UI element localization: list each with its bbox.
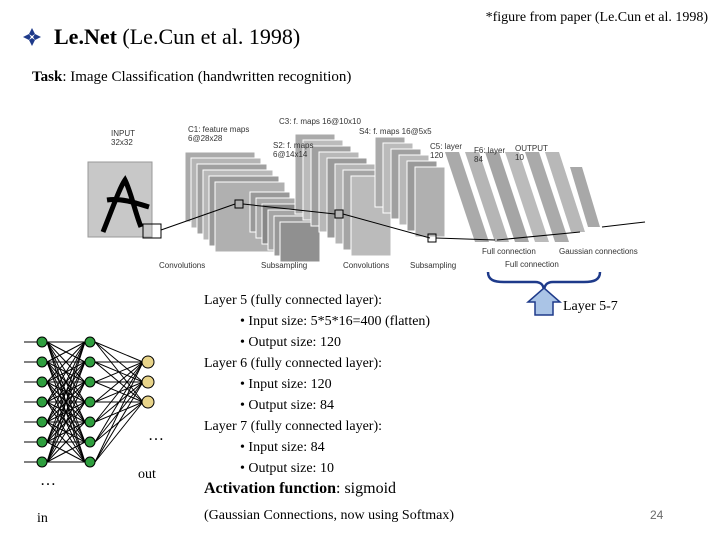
activation-value: : sigmoid bbox=[336, 480, 397, 497]
layer-item: Output size: 120 bbox=[204, 332, 430, 353]
label-f6: F6: layer bbox=[474, 146, 505, 155]
gaussian-note: (Gaussian Connections, now using Softmax… bbox=[204, 508, 455, 523]
page-number: 24 bbox=[650, 508, 664, 522]
layer-item: Input size: 5*5*16=400 (flatten) bbox=[204, 311, 430, 332]
network-edge bbox=[94, 361, 144, 423]
label-convolutions-1: Convolutions bbox=[159, 261, 205, 270]
network-edge bbox=[94, 401, 144, 463]
label-c1: C1: feature maps bbox=[188, 125, 249, 134]
network-edge bbox=[46, 341, 86, 463]
label-subsampling-2: Subsampling bbox=[410, 261, 456, 270]
s4-stack bbox=[374, 136, 446, 238]
label-f6-size: 84 bbox=[474, 155, 483, 164]
network-edge bbox=[46, 341, 86, 383]
label-subsampling-1: Subsampling bbox=[261, 261, 307, 270]
s2-stack bbox=[249, 191, 321, 263]
input-node bbox=[36, 456, 48, 468]
network-edge bbox=[46, 361, 86, 463]
label-input: INPUT bbox=[111, 129, 135, 138]
layer-heading: Layer 7 (fully connected layer): bbox=[204, 419, 383, 434]
label-c1-size: 6@28x28 bbox=[188, 134, 223, 143]
output-node bbox=[141, 375, 155, 389]
task-text: : Image Classification (handwritten reco… bbox=[62, 69, 352, 85]
network-edge bbox=[94, 341, 144, 363]
label-full-connection-1: Full connection bbox=[482, 247, 536, 256]
input-node bbox=[36, 356, 48, 368]
label-s2-size: 6@14x14 bbox=[273, 150, 308, 159]
task-line: Task: Image Classification (handwritten … bbox=[32, 69, 351, 86]
in-label: in bbox=[37, 511, 48, 526]
input-node bbox=[36, 376, 48, 388]
hidden-node bbox=[84, 396, 96, 408]
network-edge bbox=[46, 421, 86, 463]
network-edge bbox=[46, 341, 86, 443]
input-node bbox=[36, 416, 48, 428]
label-gaussian: Gaussian connections bbox=[559, 247, 638, 256]
label-input-size: 32x32 bbox=[111, 138, 133, 147]
input-node bbox=[36, 336, 48, 348]
hidden-node bbox=[84, 416, 96, 428]
out-label: out bbox=[138, 467, 156, 482]
ellipsis-in: … bbox=[40, 472, 56, 489]
input-node bbox=[36, 436, 48, 448]
hidden-node bbox=[84, 436, 96, 448]
task-label: Task bbox=[32, 69, 63, 85]
title-bold: Le.Net bbox=[54, 24, 117, 49]
network-edge bbox=[46, 401, 86, 463]
hidden-node bbox=[84, 376, 96, 388]
label-c5: C5: layer bbox=[430, 142, 462, 151]
label-s2: S2: f. maps bbox=[273, 141, 313, 150]
up-arrow-icon bbox=[526, 287, 562, 316]
figure-note: *figure from paper (Le.Cun et al. 1998) bbox=[485, 10, 708, 25]
layer-item: Output size: 10 bbox=[204, 458, 430, 479]
label-c3: C3: f. maps 16@10x10 bbox=[279, 117, 361, 126]
network-edge bbox=[46, 441, 86, 463]
label-output-size: 10 bbox=[515, 153, 524, 162]
output-node bbox=[141, 395, 155, 409]
layer-range-indicator bbox=[486, 271, 602, 316]
ellipsis-out: … bbox=[148, 427, 164, 444]
handwritten-a bbox=[100, 175, 150, 233]
hidden-node bbox=[84, 336, 96, 348]
network-edge bbox=[94, 361, 144, 443]
network-edge bbox=[46, 341, 86, 403]
label-full-connection-2: Full connection bbox=[505, 260, 559, 269]
label-output: OUTPUT bbox=[515, 144, 548, 153]
network-edge bbox=[46, 341, 86, 423]
hidden-node bbox=[84, 356, 96, 368]
fc-network-diagram: … … out in bbox=[24, 336, 164, 526]
output-node bbox=[141, 355, 155, 369]
activation-line: Activation function: sigmoid bbox=[204, 480, 396, 498]
c3-stack bbox=[294, 133, 392, 257]
diamond-bullet-icon bbox=[23, 28, 41, 46]
network-edge bbox=[94, 361, 144, 383]
label-c5-size: 120 bbox=[430, 151, 444, 160]
activation-label: Activation function bbox=[204, 480, 336, 497]
title-rest: (Le.Cun et al. 1998) bbox=[116, 24, 301, 49]
network-edge bbox=[94, 361, 144, 463]
label-convolutions-2: Convolutions bbox=[343, 261, 389, 270]
label-s4: S4: f. maps 16@5x5 bbox=[359, 127, 432, 136]
network-edge bbox=[46, 381, 86, 463]
input-node bbox=[36, 396, 48, 408]
slide-title: Le.Net (Le.Cun et al. 1998) bbox=[22, 24, 300, 50]
network-edge bbox=[46, 341, 86, 363]
network-edge bbox=[94, 381, 144, 463]
layers-description: Layer 5 (fully connected layer): Input si… bbox=[204, 290, 430, 479]
layer-range-label: Layer 5-7 bbox=[563, 299, 618, 314]
lenet-figure: INPUT 32x32 C1: feature maps 6@28x28 C3:… bbox=[87, 117, 646, 270]
fc-stripes bbox=[445, 152, 600, 242]
layer-heading: Layer 6 (fully connected layer): bbox=[204, 356, 383, 371]
layer-item: Output size: 84 bbox=[204, 395, 430, 416]
layer-heading: Layer 5 (fully connected layer): bbox=[204, 293, 383, 308]
layer-item: Input size: 120 bbox=[204, 374, 430, 395]
connection-lines bbox=[160, 199, 646, 243]
layer-item: Input size: 84 bbox=[204, 437, 430, 458]
hidden-node bbox=[84, 456, 96, 468]
network-edge bbox=[94, 361, 144, 403]
